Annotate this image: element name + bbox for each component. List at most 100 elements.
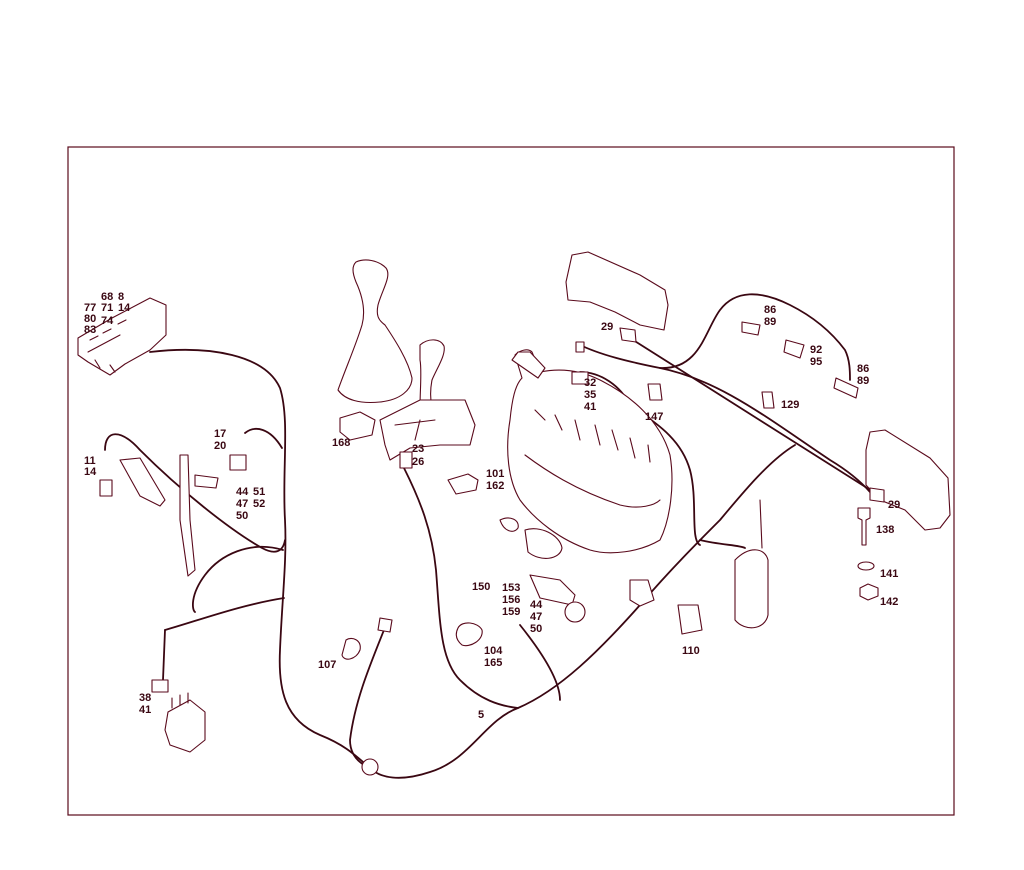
clip-32 [571,371,589,385]
callout-141: 141 [880,568,898,580]
callout-89-top: 89 [764,316,776,328]
callout-159: 159 [502,606,520,618]
harness-left-upper [104,433,286,553]
callout-41-left: 41 [139,704,151,716]
connector-29a [619,327,637,343]
callout-29-right: 29 [888,499,900,511]
callout-168: 168 [332,437,350,449]
callout-107: 107 [318,659,336,671]
harness-cross-top [577,343,871,493]
harness-right-diag [629,337,876,494]
part-147 [647,383,663,401]
clip-44 [194,474,219,489]
relay-bracket [164,692,206,753]
bracket-left [119,457,166,507]
harness-lower-left [164,597,285,631]
callout-95: 95 [810,356,822,368]
bolt-138 [857,507,871,546]
gear-shift-assembly [337,259,476,461]
callout-142: 142 [880,596,898,608]
tube-32 [511,351,546,379]
screw-top [575,341,585,353]
connector-29b [869,487,885,503]
callout-101: 101 [486,468,504,480]
callout-68: 68 [101,291,113,303]
callout-86-top: 86 [764,304,776,316]
callout-77: 77 [84,302,96,314]
sensor-plug [377,617,393,633]
callout-44-mid: 44 [530,599,543,611]
callout-41: 41 [584,401,596,413]
callout-14: 14 [118,302,131,314]
callout-26: 26 [412,456,424,468]
harness-to-box [699,539,746,549]
callout-44: 44 [236,486,249,498]
harness-to-relay [162,629,166,681]
callout-labels: 68 8 77 71 14 80 74 83 17 20 11 14 44 51… [84,291,900,721]
wiring-harness [104,293,876,779]
valve-156 [529,574,576,606]
part-129 [761,391,775,409]
callout-17: 17 [214,428,226,440]
callout-156: 156 [502,594,520,606]
clip-38 [151,679,169,693]
round-part-159 [564,601,586,623]
callout-153: 153 [502,582,520,594]
callout-52: 52 [253,498,265,510]
harness-sensor-lead [349,624,387,769]
small-parts [99,321,885,776]
callout-32: 32 [584,377,596,389]
callout-5: 5 [478,709,484,721]
callout-92: 92 [810,344,822,356]
callout-138: 138 [876,524,894,536]
callout-51: 51 [253,486,265,498]
callout-47: 47 [236,498,248,510]
plug-101 [447,473,479,495]
grommet-lower [361,758,379,776]
callout-23: 23 [412,443,424,455]
engine-assembly [507,349,673,554]
harness-top-right-loop [659,293,851,381]
harness-left-loop [191,545,284,613]
clip-17 [229,454,247,471]
clip-86b [833,377,859,399]
hose-left [179,454,196,577]
fuse-box [77,297,167,376]
diagram-frame [67,146,955,816]
clip-23 [399,451,413,469]
callout-147: 147 [645,411,663,423]
callout-47-mid: 47 [530,611,542,623]
callout-89-right: 89 [857,375,869,387]
right-vertical-box [734,499,769,629]
callout-129: 129 [781,399,799,411]
callout-80: 80 [84,313,96,325]
callout-29-top: 29 [601,321,613,333]
callout-11: 11 [84,455,96,467]
sensor-150 [499,517,519,532]
callout-165: 165 [484,657,502,669]
callout-14-left: 14 [84,466,97,478]
washer-141 [857,561,875,571]
callout-86-right: 86 [857,363,869,375]
harness-engine-right [579,371,701,546]
grommet-104 [455,622,483,647]
part-107 [341,637,361,660]
callout-104: 104 [484,645,503,657]
callout-110: 110 [682,645,700,657]
harness-center-lower [519,624,561,701]
right-side-cover [865,429,951,531]
callout-71: 71 [101,302,113,314]
callout-50: 50 [236,510,248,522]
callout-35: 35 [584,389,596,401]
harness-main-trunk [149,349,796,779]
callout-74: 74 [101,315,114,327]
clip-86a [741,321,761,336]
callout-38: 38 [139,692,151,704]
part-110 [677,604,703,635]
callout-50-mid: 50 [530,623,542,635]
harness-center-drop [403,467,519,709]
callout-8: 8 [118,291,124,303]
nut-142 [859,583,879,601]
